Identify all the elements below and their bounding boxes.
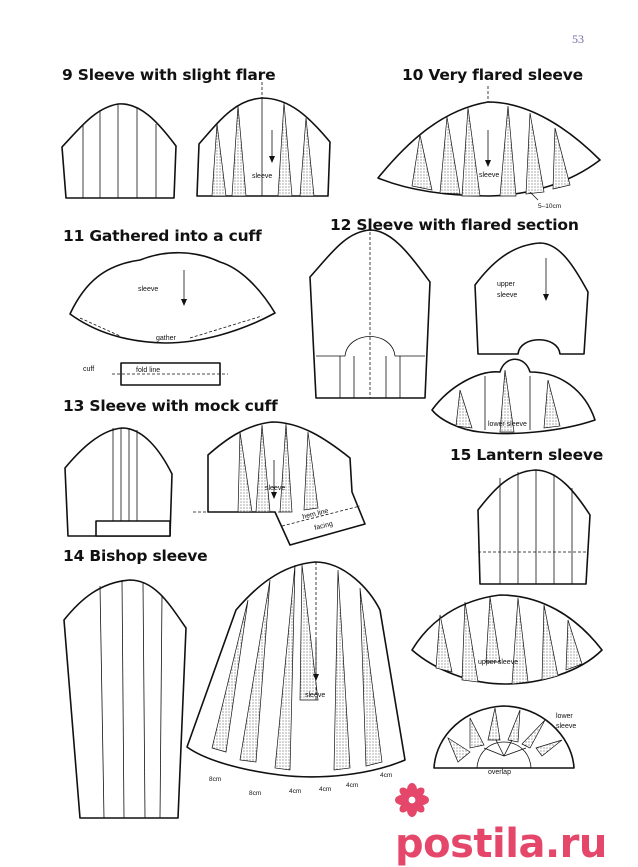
- diagram-13-original-sleeve: [64, 427, 173, 537]
- label-sleeve-11: sleeve: [138, 286, 158, 293]
- diagram-12-lower-sleeve: lower sleeve: [431, 358, 596, 435]
- label-overlap-15: overlap: [488, 769, 511, 776]
- title-13-mock-cuff: 13 Sleeve with mock cuff: [63, 397, 278, 415]
- diagram-14-original-sleeve: [63, 579, 187, 819]
- title-9-slight-flare: 9 Sleeve with slight flare: [62, 66, 276, 84]
- title-11-gathered-cuff: 11 Gathered into a cuff: [63, 227, 262, 245]
- diagram-13-flared-sleeve: sleeve hem line facing: [193, 421, 366, 546]
- watermark: postila.ru: [395, 775, 638, 867]
- label-measure-10: 5–10cm: [538, 203, 561, 210]
- page-number: 53: [572, 32, 584, 46]
- label-4cm-c: 4cm: [346, 782, 358, 789]
- label-sleeve-14: sleeve: [305, 692, 325, 699]
- diagram-15-original-sleeve: [477, 469, 591, 585]
- diagram-9-original-sleeve: [61, 103, 177, 199]
- label-cuff-11: cuff: [83, 366, 94, 373]
- diagram-11-sleeve: sleeve gather: [69, 251, 276, 344]
- diagram-9-flared-sleeve: sleeve: [196, 82, 331, 197]
- label-4cm-d: 4cm: [380, 772, 392, 779]
- diagram-11-cuff: cuff fold line: [83, 362, 228, 386]
- label-lower-sleeve-12: lower sleeve: [488, 421, 527, 428]
- diagram-15-upper-sleeve: upper sleeve: [411, 594, 603, 685]
- label-facing-13: facing: [314, 521, 334, 532]
- label-sleeve-13: sleeve: [265, 485, 285, 492]
- label-gather-11: gather: [156, 335, 177, 342]
- diagram-12-original-sleeve: [309, 229, 431, 399]
- title-12-flared-section: 12 Sleeve with flared section: [330, 216, 579, 234]
- label-upper-sleeve-15: upper sleeve: [478, 659, 518, 666]
- label-8cm-a: 8cm: [209, 776, 221, 783]
- label-4cm-a: 4cm: [289, 788, 301, 795]
- diagram-15-lower-sleeve: lower sleeve overlap: [433, 705, 576, 776]
- title-10-very-flared: 10 Very flared sleeve: [402, 66, 583, 84]
- diagram-14-bishop-sleeve: sleeve 8cm 8cm 4cm 4cm 4cm 4cm: [186, 561, 406, 797]
- title-14-bishop: 14 Bishop sleeve: [63, 547, 208, 565]
- diagram-10-very-flared: sleeve 5–10cm: [377, 86, 601, 210]
- label-fold-line-11: fold line: [136, 367, 160, 374]
- label-sleeve-10: sleeve: [479, 172, 499, 179]
- pattern-drawings: sleeve sleeve 5–10cm sleeve gather cuff …: [61, 82, 603, 819]
- diagram-12-upper-sleeve: upper sleeve: [474, 242, 589, 355]
- label-sleeve-15: sleeve: [556, 723, 576, 730]
- label-upper-sleeve-12: sleeve: [497, 292, 517, 299]
- label-upper-12: upper: [497, 281, 516, 288]
- flower-logo-icon: [395, 783, 429, 817]
- watermark-text: postila.ru: [395, 821, 607, 867]
- title-15-lantern: 15 Lantern sleeve: [450, 446, 604, 464]
- label-8cm-b: 8cm: [249, 790, 261, 797]
- label-4cm-b: 4cm: [319, 786, 331, 793]
- label-lower-15: lower: [556, 713, 573, 720]
- label-sleeve-9: sleeve: [252, 173, 272, 180]
